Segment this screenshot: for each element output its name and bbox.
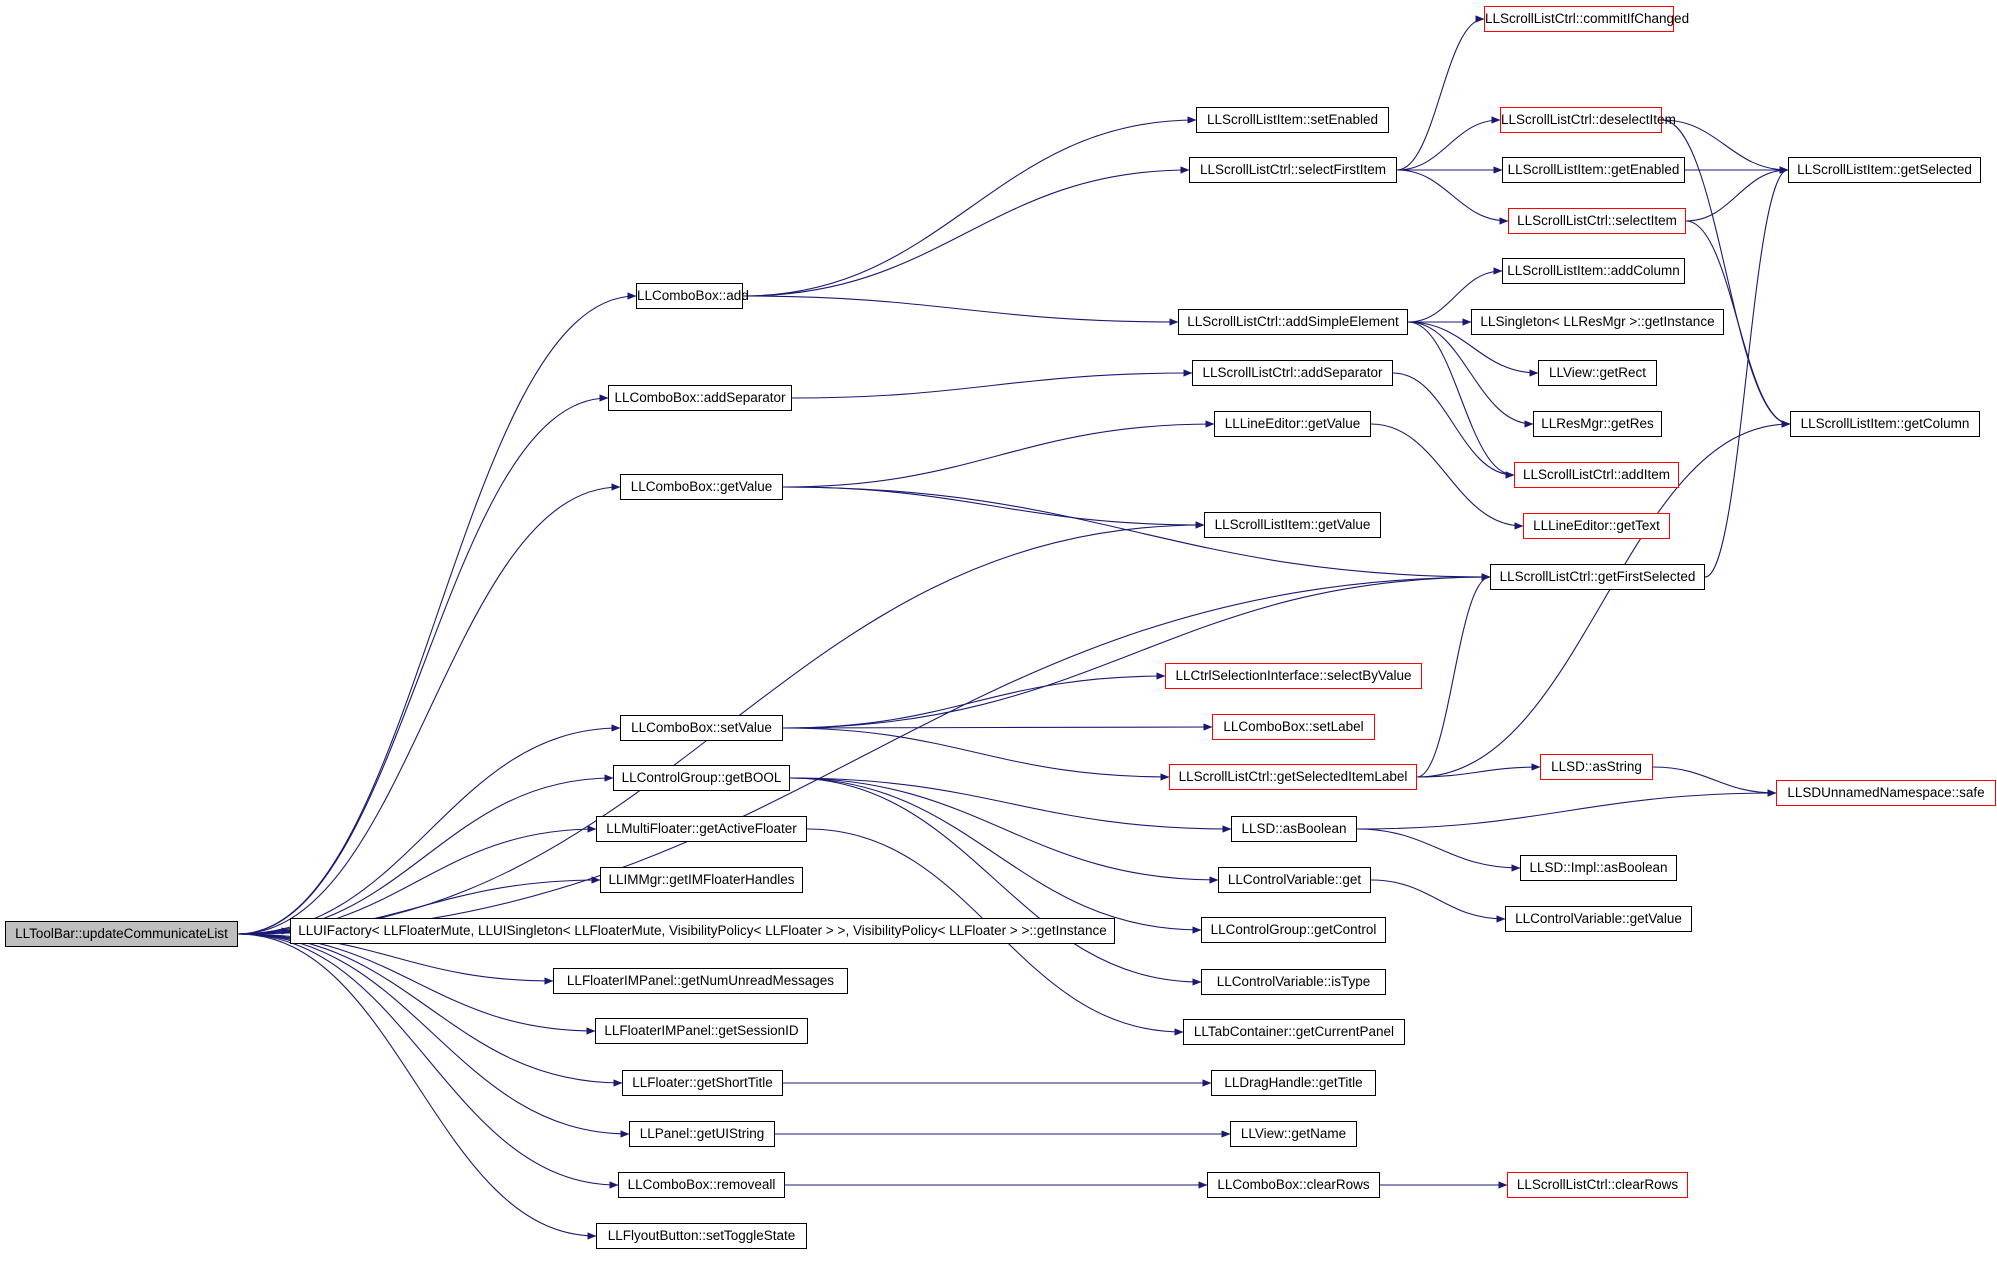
- node-cb-setValue[interactable]: LLComboBox::setValue: [620, 715, 783, 741]
- edge-root-to-fl-getShortTitle: [237, 933, 623, 1087]
- node-fip-getSession[interactable]: LLFloaterIMPanel::getSessionID: [595, 1018, 808, 1044]
- node-cg-getControl[interactable]: LLControlGroup::getControl: [1201, 917, 1386, 943]
- edge-cb-setValue-to-csi-selectByValue: [782, 672, 1166, 729]
- edge-cb-setValue-to-cb-setLabel: [782, 723, 1213, 731]
- node-vw-getName[interactable]: LLView::getName: [1230, 1121, 1357, 1147]
- edge-le-getValue-to-le-getText: [1370, 423, 1524, 530]
- node-lsd-asBoolean[interactable]: LLSD::asBoolean: [1231, 816, 1357, 842]
- edge-lsd-asString-to-unnamed-safe: [1652, 766, 1777, 797]
- edge-cg-getBOOL-to-cg-getControl: [789, 777, 1202, 934]
- edge-cg-getBOOL-to-lsd-asBoolean: [789, 777, 1232, 833]
- node-slc-deselect[interactable]: LLScrollListCtrl::deselectItem: [1500, 107, 1676, 133]
- node-slc-addSep[interactable]: LLScrollListCtrl::addSeparator: [1192, 360, 1393, 386]
- edge-slc-addSimple-to-rm-getRes: [1407, 321, 1534, 428]
- node-unnamed-safe[interactable]: LLSDUnnamedNamespace::safe: [1776, 780, 1996, 806]
- node-lsd-asString[interactable]: LLSD::asString: [1540, 754, 1653, 780]
- node-cg-getBOOL[interactable]: LLControlGroup::getBOOL: [613, 765, 790, 791]
- node-sli-getColumn[interactable]: LLScrollListItem::getColumn: [1790, 411, 1980, 437]
- edge-slc-selectFirst-to-slc-deselect: [1396, 116, 1501, 171]
- edge-slc-selectFirst-to-slc-selectItem: [1396, 169, 1509, 225]
- node-slc-clearRows[interactable]: LLScrollListCtrl::clearRows: [1507, 1172, 1688, 1198]
- node-cb-add[interactable]: LLComboBox::add: [636, 283, 749, 309]
- edge-cb-getValue-to-sli-getValue: [782, 486, 1205, 529]
- node-root[interactable]: LLToolBar::updateCommunicateList: [5, 921, 238, 947]
- node-slc-selectItem[interactable]: LLScrollListCtrl::selectItem: [1508, 208, 1686, 234]
- node-slc-commit[interactable]: LLScrollListCtrl::commitIfChanged: [1484, 6, 1689, 32]
- node-slc-addSimple[interactable]: LLScrollListCtrl::addSimpleElement: [1178, 309, 1408, 335]
- node-sli-getValue[interactable]: LLScrollListItem::getValue: [1204, 512, 1381, 538]
- node-cb-addSep[interactable]: LLComboBox::addSeparator: [608, 385, 792, 411]
- node-dh-getTitle[interactable]: LLDragHandle::getTitle: [1211, 1070, 1376, 1096]
- edge-root-to-slc-getFirstSel: [237, 573, 1491, 935]
- node-cb-getValue[interactable]: LLComboBox::getValue: [620, 474, 783, 500]
- edge-root-to-fb-setToggle: [237, 933, 597, 1240]
- node-tc-getCurrent[interactable]: LLTabContainer::getCurrentPanel: [1183, 1019, 1405, 1045]
- node-im-getHandles[interactable]: LLIMMgr::getIMFloaterHandles: [600, 867, 803, 893]
- edge-lsd-asBoolean-to-unnamed-safe: [1356, 789, 1777, 830]
- node-slc-getSelLabel[interactable]: LLScrollListCtrl::getSelectedItemLabel: [1169, 764, 1417, 790]
- edge-cb-add-to-slc-addSimple: [742, 295, 1179, 326]
- node-rm-getRes[interactable]: LLResMgr::getRes: [1533, 411, 1662, 437]
- edge-slc-selectItem-to-sli-getColumn: [1685, 220, 1791, 428]
- node-cb-setLabel[interactable]: LLComboBox::setLabel: [1212, 714, 1375, 740]
- node-impl-asBoolean[interactable]: LLSD::Impl::asBoolean: [1520, 855, 1677, 881]
- node-sli-addColumn[interactable]: LLScrollListItem::addColumn: [1502, 258, 1685, 284]
- node-fb-setToggle[interactable]: LLFlyoutButton::setToggleState: [596, 1223, 807, 1249]
- node-slc-selectFirst[interactable]: LLScrollListCtrl::selectFirstItem: [1189, 157, 1397, 183]
- edge-cb-add-to-slc-selectFirst: [742, 166, 1190, 297]
- edge-slc-getSelLabel-to-lsd-asString: [1416, 763, 1541, 778]
- edge-root-to-cb-removeall: [237, 933, 619, 1189]
- edge-slc-addSep-to-slc-addItem: [1392, 372, 1515, 479]
- edge-slc-addSimple-to-sli-addColumn: [1407, 267, 1503, 323]
- node-sli-setEnabled[interactable]: LLScrollListItem::setEnabled: [1196, 107, 1389, 133]
- edge-cg-getBOOL-to-cv-get: [789, 777, 1219, 884]
- edge-cb-getValue-to-le-getValue: [782, 420, 1215, 488]
- node-slc-getFirstSel[interactable]: LLScrollListCtrl::getFirstSelected: [1490, 564, 1705, 590]
- node-cv-getValue[interactable]: LLControlVariable::getValue: [1505, 906, 1692, 932]
- edge-root-to-fip-getNum: [237, 933, 554, 985]
- node-cv-get[interactable]: LLControlVariable::get: [1218, 867, 1371, 893]
- node-cb-clearRows[interactable]: LLComboBox::clearRows: [1207, 1172, 1380, 1198]
- node-uif-getInstance[interactable]: LLUIFactory< LLFloaterMute, LLUISingleto…: [290, 918, 1115, 944]
- node-le-getText[interactable]: LLLineEditor::getText: [1523, 513, 1670, 539]
- edge-lsd-asBoolean-to-impl-asBoolean: [1356, 828, 1521, 872]
- edge-slc-getFirstSel-to-sli-getSelected: [1704, 166, 1789, 578]
- node-mf-getActive[interactable]: LLMultiFloater::getActiveFloater: [596, 816, 807, 842]
- edge-root-to-cb-add: [237, 292, 637, 935]
- edge-root-to-cb-getValue: [237, 483, 621, 935]
- edge-cb-setValue-to-slc-getSelLabel: [782, 727, 1170, 781]
- edge-cb-setValue-to-slc-getFirstSel: [782, 573, 1491, 729]
- edge-cg-getBOOL-to-cv-isType: [789, 777, 1202, 986]
- edge-slc-getSelLabel-to-sli-getColumn: [1416, 420, 1791, 778]
- edge-root-to-pn-getUIString: [237, 933, 630, 1138]
- edge-cb-getValue-to-slc-getFirstSel: [782, 486, 1491, 581]
- node-le-getValue[interactable]: LLLineEditor::getValue: [1214, 411, 1371, 437]
- edge-cv-get-to-cv-getValue: [1370, 879, 1506, 923]
- edge-slc-getSelLabel-to-slc-getFirstSel: [1416, 573, 1491, 778]
- edge-root-to-fip-getSession: [237, 933, 596, 1035]
- node-vw-getRect[interactable]: LLView::getRect: [1538, 360, 1657, 386]
- edge-slc-selectItem-to-sli-getSelected: [1685, 166, 1789, 222]
- node-fip-getNum[interactable]: LLFloaterIMPanel::getNumUnreadMessages: [553, 968, 848, 994]
- node-csi-selectByValue[interactable]: LLCtrlSelectionInterface::selectByValue: [1165, 663, 1422, 689]
- edge-slc-addSimple-to-slc-addItem: [1407, 321, 1515, 479]
- edge-cb-addSep-to-slc-addSep: [791, 369, 1193, 399]
- node-sli-getSelected[interactable]: LLScrollListItem::getSelected: [1788, 157, 1981, 183]
- edge-slc-addSimple-to-vw-getRect: [1407, 321, 1539, 377]
- node-sing-getInstance[interactable]: LLSingleton< LLResMgr >::getInstance: [1471, 309, 1724, 335]
- node-fl-getShortTitle[interactable]: LLFloater::getShortTitle: [622, 1070, 783, 1096]
- node-sli-getEnabled[interactable]: LLScrollListItem::getEnabled: [1502, 157, 1685, 183]
- edge-cb-add-to-sli-setEnabled: [742, 116, 1197, 297]
- node-cb-removeall[interactable]: LLComboBox::removeall: [618, 1172, 785, 1198]
- edge-slc-selectFirst-to-slc-commit: [1396, 15, 1485, 171]
- node-slc-addItem[interactable]: LLScrollListCtrl::addItem: [1514, 462, 1679, 488]
- node-cv-isType[interactable]: LLControlVariable::isType: [1201, 969, 1386, 995]
- edge-root-to-cb-addSep: [237, 394, 609, 935]
- node-pn-getUIString[interactable]: LLPanel::getUIString: [629, 1121, 775, 1147]
- edge-slc-deselect-to-sli-getSelected: [1661, 119, 1789, 174]
